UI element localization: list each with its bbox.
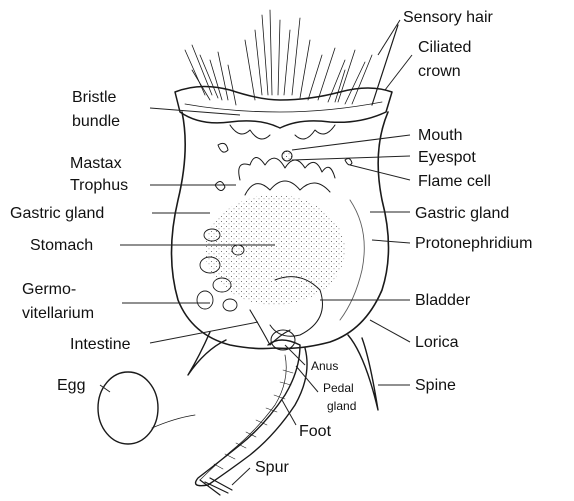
label-sensory-hair: Sensory hair (403, 9, 493, 26)
stomach-mass (205, 195, 345, 305)
label-flame-cell: Flame cell (418, 173, 491, 190)
label-spur: Spur (255, 459, 289, 476)
egg (98, 372, 195, 444)
label-anus: Anus (311, 359, 338, 373)
rotifer-illustration (98, 10, 398, 495)
label-protonephridium: Protonephridium (415, 235, 532, 252)
label-spine: Spine (415, 377, 456, 394)
label-ciliated-crown-2: crown (418, 63, 461, 80)
label-bristle-bundle-1: Bristle (72, 89, 117, 106)
label-mouth: Mouth (418, 127, 462, 144)
label-intestine: Intestine (70, 336, 131, 353)
label-foot: Foot (299, 423, 332, 440)
label-pedal-gland-2: gland (327, 399, 356, 413)
left-spine (188, 332, 226, 375)
label-mastax: Mastax (70, 155, 122, 172)
label-bladder: Bladder (415, 292, 471, 309)
label-bristle-bundle-2: bundle (72, 113, 120, 130)
label-egg: Egg (57, 377, 85, 394)
sensory-hair (372, 25, 398, 105)
label-germovitellarium-2: vitellarium (22, 305, 94, 322)
label-germovitellarium-1: Germo- (22, 281, 76, 298)
foot (196, 330, 308, 486)
label-gastric-gland-left: Gastric gland (10, 205, 104, 222)
label-gastric-gland-right: Gastric gland (415, 205, 509, 222)
label-pedal-gland-1: Pedal (323, 381, 354, 395)
spur (200, 478, 232, 495)
label-eyespot: Eyespot (418, 149, 476, 166)
label-trophus: Trophus (70, 177, 128, 194)
label-lorica: Lorica (415, 334, 459, 351)
label-stomach: Stomach (30, 237, 93, 254)
label-ciliated-crown-1: Ciliated (418, 39, 471, 56)
